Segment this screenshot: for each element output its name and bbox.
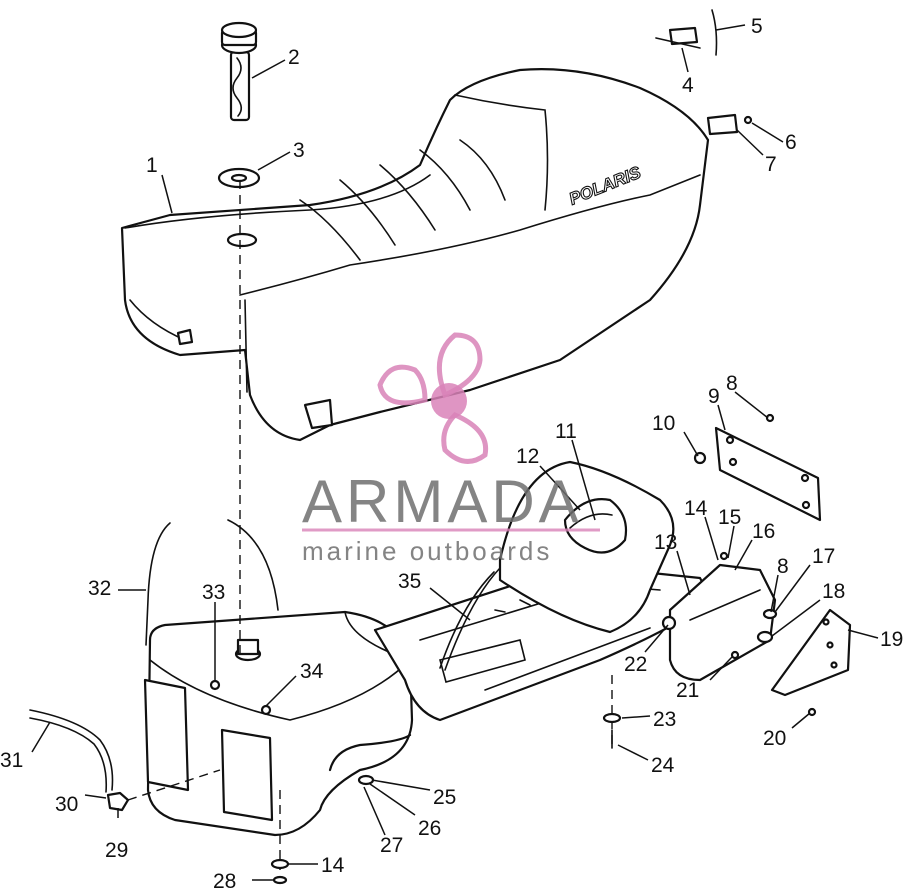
gas-cap <box>220 21 258 122</box>
callout-19: 19 <box>880 628 903 651</box>
callout-5: 5 <box>751 15 763 38</box>
callout-23: 23 <box>653 708 676 731</box>
callout-22: 22 <box>624 653 647 676</box>
callout-25: 25 <box>433 786 456 809</box>
callout-26: 26 <box>418 817 441 840</box>
callout-8-upper: 8 <box>726 372 738 395</box>
washer <box>217 167 261 189</box>
callout-numbers: 1 2 3 4 5 6 7 8 9 10 11 12 13 14 15 16 8… <box>0 15 903 889</box>
callout-2: 2 <box>288 46 300 69</box>
callout-10: 10 <box>652 412 675 435</box>
callout-24: 24 <box>651 754 675 777</box>
leader-lines <box>31 24 879 881</box>
watermark-brand: ARMADA <box>302 468 583 535</box>
callout-14-lower: 14 <box>321 854 345 877</box>
callout-14-upper: 14 <box>684 497 708 520</box>
fuel-line <box>29 709 130 812</box>
callout-34: 34 <box>300 660 324 683</box>
fuel-tank <box>143 610 414 837</box>
license-plate-bracket <box>714 426 822 522</box>
propeller-icon <box>377 332 489 464</box>
callout-30: 30 <box>55 793 78 816</box>
snow-flap <box>770 608 852 697</box>
callout-6: 6 <box>785 131 797 154</box>
callout-9: 9 <box>708 385 720 408</box>
seat: POLARIS <box>120 68 710 442</box>
callout-27: 27 <box>380 834 403 857</box>
callout-28: 28 <box>213 870 236 889</box>
callout-18: 18 <box>822 580 845 603</box>
callout-31: 31 <box>0 749 23 772</box>
callout-11: 11 <box>555 420 577 443</box>
decal-parts <box>655 9 739 136</box>
tail-bracket <box>661 563 778 682</box>
callout-35: 35 <box>398 570 421 593</box>
watermark: ARMADA marine outboards <box>302 332 600 566</box>
callout-20: 20 <box>763 727 786 750</box>
callout-4: 4 <box>682 74 694 97</box>
callout-13: 13 <box>654 531 677 554</box>
callout-1: 1 <box>146 154 158 177</box>
callout-7: 7 <box>765 153 777 176</box>
assembly-lines <box>127 180 613 870</box>
callout-12: 12 <box>516 445 539 468</box>
watermark-tagline: marine outboards <box>302 536 552 566</box>
callout-3: 3 <box>293 139 305 162</box>
callout-17: 17 <box>812 545 835 568</box>
callout-15: 15 <box>718 506 741 529</box>
callout-16: 16 <box>752 520 775 543</box>
strap-lines <box>145 519 501 671</box>
callout-21: 21 <box>676 679 699 702</box>
callout-32: 32 <box>88 577 111 600</box>
taillight-housing <box>498 460 675 634</box>
callout-33: 33 <box>202 581 225 604</box>
callout-29: 29 <box>105 839 128 862</box>
callout-8-lower: 8 <box>777 555 789 578</box>
